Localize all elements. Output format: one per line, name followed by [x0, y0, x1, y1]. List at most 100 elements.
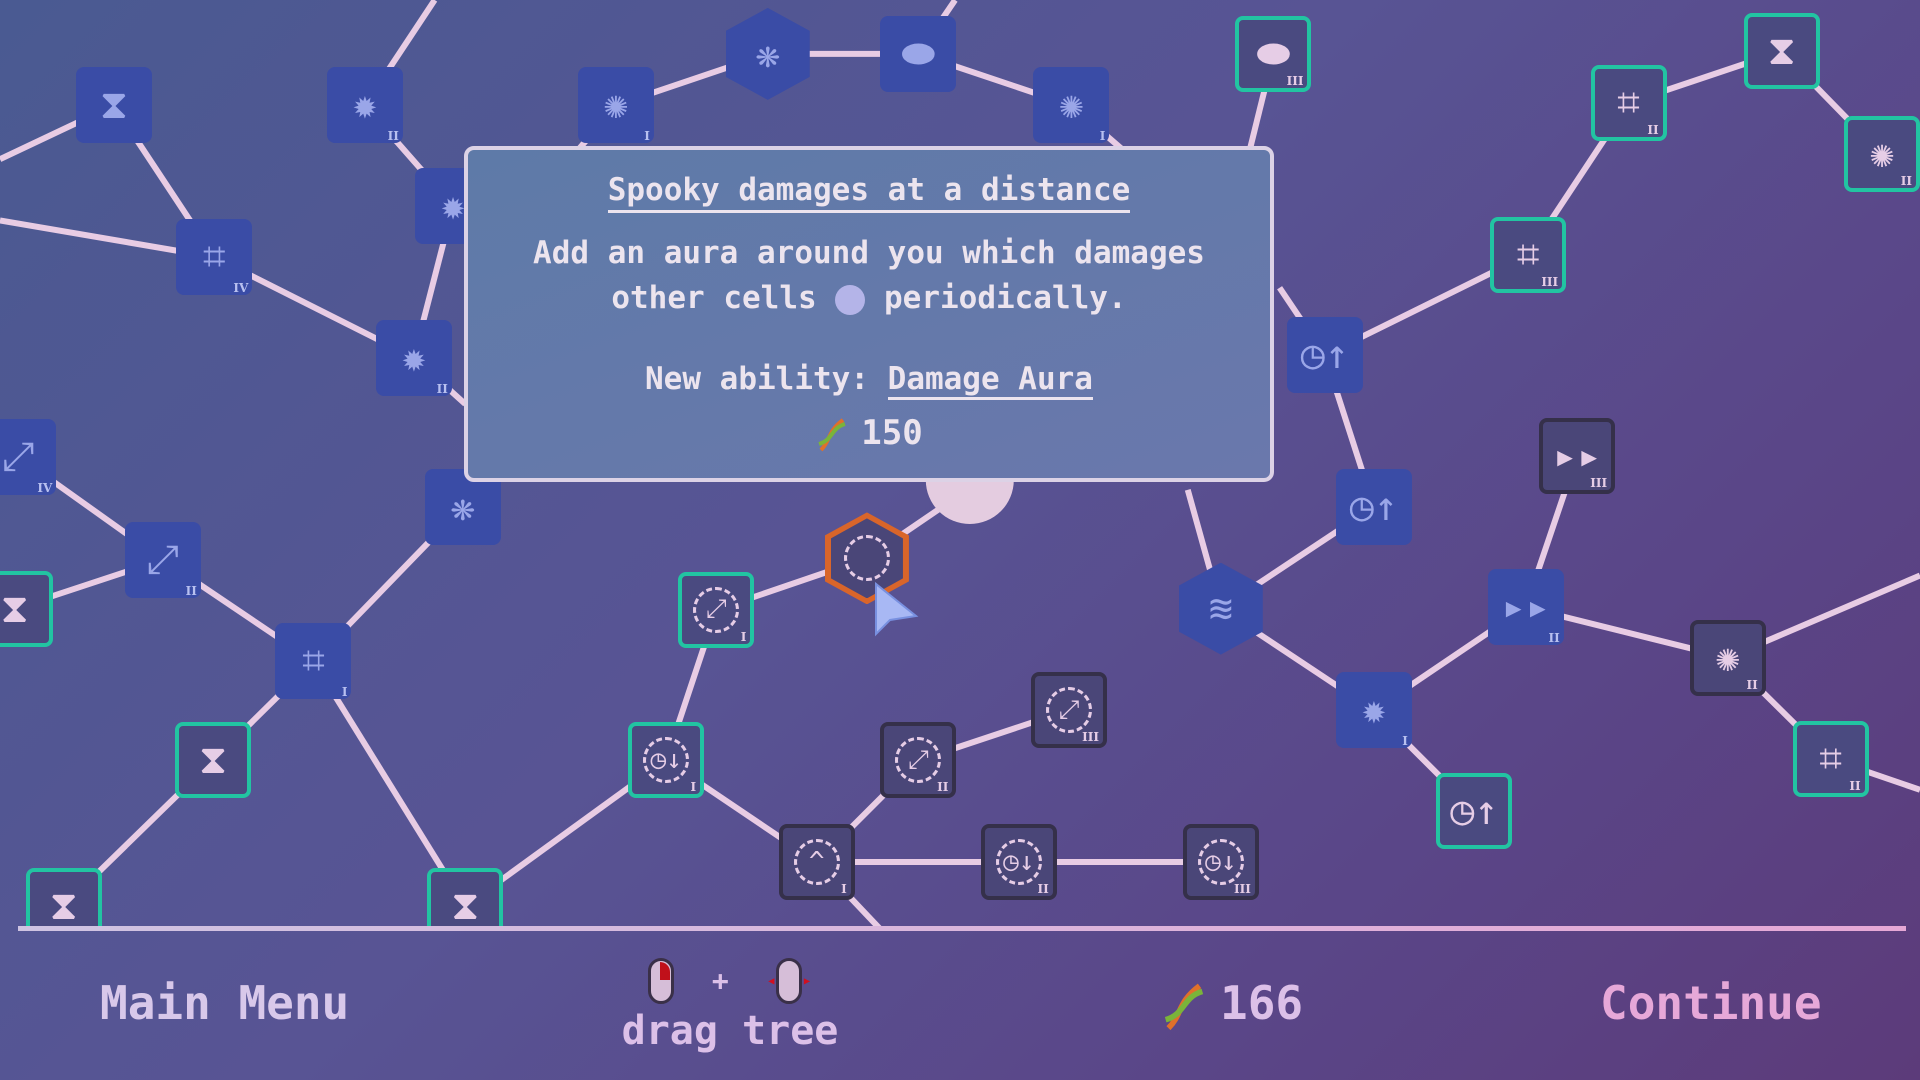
tier-label: I [1402, 734, 1408, 749]
tier-label: III [1590, 475, 1608, 490]
dna-icon [1164, 983, 1204, 1030]
aura-range-icon: ⤢ [1045, 687, 1092, 734]
fast-forward-icon: ▸▸ [1553, 432, 1602, 479]
plus-sign: + [711, 964, 729, 997]
skill-node[interactable]: ✺I [1033, 67, 1110, 144]
skill-node[interactable]: ⧗ [25, 868, 102, 930]
continue-button[interactable]: Continue [1600, 976, 1822, 1030]
skill-node[interactable]: ⤢I [678, 571, 755, 648]
tier-label: I [644, 129, 650, 144]
aura-clock-down-icon: ◷↓ [1197, 839, 1244, 886]
main-menu-button[interactable]: Main Menu [100, 976, 350, 1030]
dna-cell-icon: ✺ [1715, 634, 1740, 681]
dna-count-value: 166 [1220, 976, 1304, 1030]
aura-range-icon: ⤢ [693, 586, 740, 633]
dna-cell-icon: ✺ [1059, 82, 1084, 129]
skill-node[interactable]: ◷↑ [1436, 772, 1513, 849]
skill-node[interactable]: ▸▸II [1487, 569, 1564, 646]
skill-node[interactable]: ❋ [725, 7, 810, 100]
tier-label: I [341, 685, 348, 700]
tier-label: II [1037, 882, 1049, 897]
skill-node[interactable]: ⤢III [1030, 672, 1107, 749]
crop-icon: ⌗ [1819, 736, 1842, 783]
skill-node[interactable]: ⧗ [0, 570, 53, 647]
ability-name: Damage Aura [887, 361, 1093, 400]
mouse-cursor-icon [875, 581, 919, 637]
tooltip-description: Add an aura around you which damages oth… [468, 231, 1270, 321]
wind-icon: ≋ [1208, 585, 1233, 632]
cell-cluster-icon: ❋ [450, 483, 475, 530]
skill-node[interactable]: ⧗ [175, 722, 252, 799]
skill-node[interactable]: ⧗ [75, 67, 152, 144]
skill-node[interactable]: ⤢II [124, 521, 201, 598]
skill-node[interactable]: ⬬ [880, 15, 957, 92]
skill-node[interactable]: ⌗ II [1792, 721, 1869, 798]
skill-node[interactable]: ◷↓II [980, 824, 1057, 901]
aura-range-icon: ⤢ [895, 737, 942, 784]
skill-node[interactable]: ⤢II [880, 722, 957, 799]
skill-node[interactable]: ◷↑ [1335, 468, 1412, 545]
skill-node[interactable]: ⤢IV [0, 418, 57, 495]
skill-node[interactable]: ⌗ IV [176, 219, 253, 296]
dna-currency: 166 [1160, 976, 1303, 1031]
crop-icon: ⌗ [1516, 231, 1540, 278]
hourglass-icon: ⧗ [49, 883, 78, 930]
aura-chevron-up-icon: ^ [793, 839, 840, 886]
crop-icon: ⌗ [203, 234, 226, 281]
tier-label: I [1099, 129, 1106, 144]
spiky-cell-icon: ✹ [401, 334, 426, 381]
skill-node[interactable]: ▸▸III [1539, 417, 1616, 494]
dna-cell-icon: ✺ [603, 82, 628, 129]
skill-node[interactable]: ✺II [1844, 116, 1920, 193]
tooltip-desc-text: periodically. [884, 280, 1127, 316]
tier-label: II [1647, 122, 1659, 137]
mouse-move-icon: ◂▸ [766, 957, 812, 1004]
skill-node[interactable]: ◷↓I [628, 722, 705, 799]
spiky-cell-icon: ✹ [441, 182, 466, 229]
expand-arrows-icon: ⤢ [146, 536, 179, 583]
tier-label: II [436, 381, 448, 396]
skill-node[interactable]: ⧗ [1743, 13, 1820, 90]
spiky-cell-icon: ✹ [352, 82, 377, 129]
cell-cluster-icon: ❋ [755, 30, 780, 77]
spiky-cell-icon: ✹ [1361, 687, 1386, 734]
skill-node[interactable]: ❋ [424, 468, 501, 545]
skill-node[interactable]: ⬬III [1235, 15, 1312, 92]
skill-node[interactable]: ◷↓III [1182, 824, 1259, 901]
skill-node[interactable]: ✹ II [375, 319, 452, 396]
tree-divider [18, 926, 1906, 931]
tooltip-title: Spooky damages at a distance [607, 172, 1131, 213]
crop-icon: ⌗ [1617, 79, 1640, 126]
skill-tooltip: Spooky damages at a distance Add an aura… [464, 146, 1274, 482]
skill-node[interactable]: ✹I [1335, 672, 1412, 749]
tier-label: I [740, 629, 747, 644]
skill-tree-canvas[interactable]: ⧗✹II✺I❋⬬✺I⬬III⌗II⧗✺II⌗III⌗IV✹II◷↑◷↑▸▸III… [0, 0, 1920, 930]
bacteria-icon: ⬬ [1256, 30, 1291, 77]
skill-node[interactable]: ^I [778, 824, 855, 901]
tooltip-desc-text: other cells [611, 280, 817, 316]
tier-label: II [387, 129, 399, 144]
skill-node[interactable]: ✹ II [326, 67, 403, 144]
tooltip-ability: New ability: Damage Aura [468, 361, 1270, 400]
damage-aura-icon [843, 535, 890, 582]
tier-label: III [1233, 882, 1251, 897]
tooltip-cost: 150 [468, 413, 1270, 453]
tier-label: II [1548, 631, 1560, 646]
skill-node[interactable]: ⌗I [275, 623, 352, 700]
crop-icon: ⌗ [302, 638, 325, 685]
ability-prefix: New ability: [645, 361, 869, 397]
aura-clock-down-icon: ◷↓ [995, 839, 1042, 886]
dna-cell-icon: ✺ [1869, 131, 1895, 178]
skill-node[interactable]: ⌗ II [1590, 64, 1667, 141]
tooltip-desc-line: Add an aura around you which damages [533, 235, 1205, 271]
tier-label: I [841, 882, 847, 897]
skill-node[interactable]: ⧗ [427, 868, 504, 930]
skill-node[interactable]: ◷↑ [1286, 317, 1363, 394]
tier-label: IV [233, 281, 249, 296]
skill-node[interactable]: ✺I [577, 67, 654, 144]
tier-label: III [1082, 730, 1099, 745]
cell-icon [835, 284, 866, 315]
skill-node[interactable]: ⌗III [1490, 216, 1567, 293]
skill-node[interactable]: ✺II [1689, 619, 1766, 696]
tier-label: II [1849, 779, 1861, 794]
